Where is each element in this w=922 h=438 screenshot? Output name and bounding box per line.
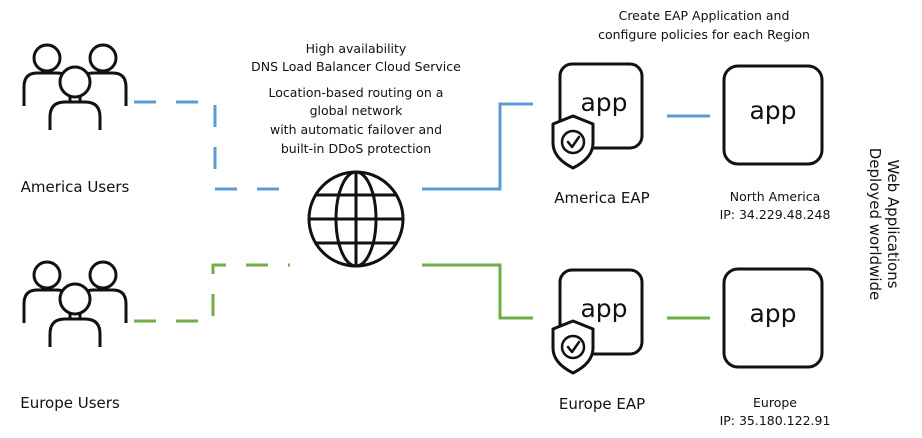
america-eap-app-text: app [580,88,627,117]
europe-eap-link [422,263,533,320]
europe-region-label: Europe [753,395,797,410]
europe-eap-app-text: app [580,294,627,323]
europe-eap-shield-check-icon [551,319,595,375]
america-eap-label: America EAP [554,189,650,207]
north-america-region-label: North America [729,189,821,204]
europe-users-group-icon [22,260,128,349]
lb-desc-line-4: built-in DDoS protection [280,141,432,156]
north-america-app-text: app [749,96,796,125]
side-label-line-2: Deployed worldwide [866,147,884,301]
europe-eap-label: Europe EAP [558,395,646,413]
america-eap-link [422,102,533,191]
eap-header-line-2: configure policies for each Region [598,27,810,42]
lb-desc-line-2: global network [309,103,403,118]
globe-icon [307,170,405,268]
lb-title-line-1: High availability [305,41,407,56]
europe-users-link [134,263,290,323]
lb-desc-line-1: Location-based routing on a [268,85,444,100]
europe-ip-label: IP: 35.180.122.91 [719,413,831,428]
america-users-group-icon [22,43,128,132]
america-users-label: America Users [20,178,130,196]
side-label-line-1: Web Applications [884,159,902,289]
eap-header-line-1: Create EAP Application and [618,8,790,23]
europe-app-icon: app [722,267,824,369]
europe-users-label: Europe Users [20,394,120,412]
america-eap-shield-check-icon [551,114,595,170]
north-america-app-icon: app [722,64,824,166]
lb-desc-line-3: with automatic failover and [269,122,443,137]
lb-title-line-2: DNS Load Balancer Cloud Service [251,59,461,74]
north-america-ip-label: IP: 34.229.48.248 [719,207,831,222]
europe-app-text: app [749,299,796,328]
